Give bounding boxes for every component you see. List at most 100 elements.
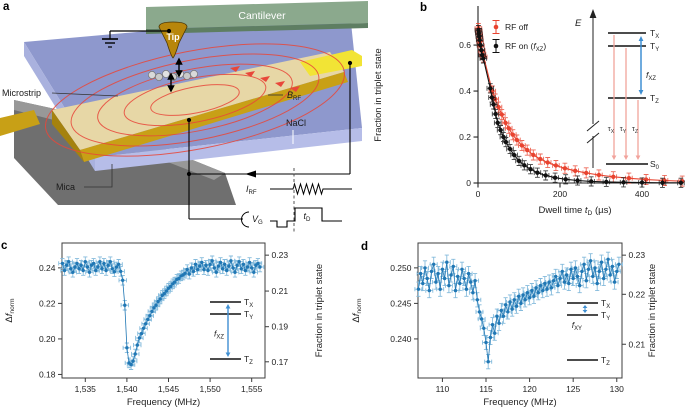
y-axis-label-left: Δfnorm [351, 298, 363, 323]
legend-entry: RF off [505, 22, 529, 32]
strip-right-dot [347, 60, 353, 66]
panel-a-svg: Cantilever Tip Microstrip BRF NaCl Mica [0, 1, 368, 232]
x-tick-label: 110 [436, 384, 450, 394]
x-tick-label: 0 [476, 189, 481, 199]
circuit-wiring [188, 63, 351, 220]
tip-contact-dot [166, 28, 172, 34]
energy-level-label: TY [601, 310, 610, 322]
energy-level-label: TY [244, 309, 253, 321]
tip-label: Tip [166, 32, 180, 42]
transition-label: fXZ [214, 329, 224, 341]
y-axis-label-left: Δfnorm [4, 298, 16, 323]
energy-level-label: TX [650, 28, 659, 40]
x-tick-label: 115 [479, 384, 493, 394]
rf-field-arrowheads [230, 66, 300, 92]
y-tick-label-left: 0.22 [39, 298, 56, 308]
x-tick-label: 1,545 [158, 384, 180, 394]
decay-label: τX [608, 124, 615, 135]
y-tick-label-left: 0.20 [39, 334, 56, 344]
panel-label-a: a [3, 1, 10, 13]
decay-label: τZ [632, 124, 639, 135]
vg-pulse-waveform [270, 207, 342, 228]
y-tick-label-left: 0.250 [390, 263, 412, 273]
x-tick-label: 200 [553, 189, 567, 199]
axes [58, 254, 269, 382]
y-axis-label: Fraction in triplet state [373, 48, 384, 141]
microstrip-front-face [80, 72, 348, 162]
y-tick-label: 0 [466, 178, 471, 188]
spin-arrows [167, 57, 183, 93]
wire-node-dot [186, 171, 192, 177]
spectrum-series [58, 255, 265, 370]
y-tick-label: 0.2 [459, 132, 471, 142]
y-tick-label: 0.6 [459, 40, 471, 50]
energy-level-label: TX [244, 297, 253, 309]
rf-field-lines [45, 43, 345, 157]
y-tick-label-left: 0.240 [390, 334, 412, 344]
ground-symbol [102, 30, 169, 48]
x-axis-label: Frequency (MHz) [483, 397, 556, 408]
x-tick-label: 400 [635, 189, 649, 199]
panel-label-d: d [361, 241, 369, 253]
brf-label: BRF [287, 90, 301, 102]
cantilever-body [146, 1, 368, 29]
x-tick-label: 120 [522, 384, 536, 394]
legend-entry: RF on (fXZ) [505, 41, 546, 53]
mica-label: Mica [56, 182, 75, 192]
vg-source-arc [241, 211, 250, 228]
y-tick-label-right: 0.21 [272, 286, 289, 296]
nacl-label: NaCl [286, 118, 306, 128]
legend: RF off RF on (fXZ) [492, 20, 546, 53]
cantilever-label: Cantilever [238, 10, 286, 22]
x-tick-label: 125 [566, 384, 580, 394]
x-tick-label: 1,540 [116, 384, 138, 394]
decay-label: τY [620, 124, 627, 135]
x-axis-label: Dwell time tD (µs) [538, 205, 611, 217]
microstrip-left-end [0, 110, 40, 136]
energy-level-label: TZ [601, 355, 610, 367]
energy-level-label: TZ [650, 93, 659, 105]
panel-label-b: b [420, 2, 428, 14]
x-axis-label: Frequency (MHz) [127, 397, 200, 408]
y-tick-label-left: 0.245 [390, 298, 412, 308]
microstrip-top-face [52, 52, 344, 150]
y-tick-label-left: 0.24 [39, 263, 56, 273]
panel-a-illustration: Cantilever Tip Microstrip BRF NaCl Mica [0, 0, 368, 235]
energy-level-label: TZ [244, 354, 253, 366]
x-tick-label: 1,550 [199, 384, 221, 394]
cantilever-underside [146, 23, 368, 34]
y-tick-label-right: 0.21 [629, 339, 646, 349]
strip-contact-dot [186, 117, 192, 123]
spectrum-series [414, 251, 623, 370]
energy-axis-label: E [575, 18, 582, 29]
x-tick-label: 1,555 [241, 384, 263, 394]
y-tick-label: 0.4 [459, 86, 471, 96]
panel-label-c: c [1, 240, 8, 252]
irf-burst-waveform [270, 182, 352, 196]
molecule-chain [148, 70, 198, 81]
plot-frame [417, 242, 623, 379]
x-tick-label: 1,535 [75, 384, 97, 394]
microstrip-leader [51, 92, 119, 97]
y-tick-label-right: 0.23 [629, 250, 646, 260]
series-rf-on [474, 25, 685, 188]
y-tick-label-right: 0.17 [272, 357, 289, 367]
energy-level-label: S0 [650, 159, 660, 171]
y-tick-label-right: 0.22 [629, 289, 646, 299]
mica-leader [84, 164, 113, 188]
y-axis-label-right: Fraction in triplet state [314, 264, 325, 357]
axes [414, 254, 626, 382]
y-tick-label-right: 0.23 [272, 250, 289, 260]
microstrip-left-cap [52, 110, 84, 162]
energy-level-label: TY [650, 41, 659, 53]
